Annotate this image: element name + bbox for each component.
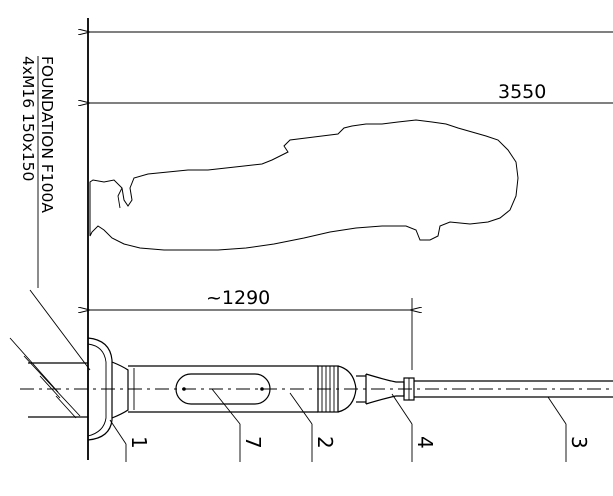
- leader-4: [391, 393, 413, 425]
- foundation-label: FOUNDATION F100A 4xM16 150x150: [19, 56, 56, 288]
- name-plate: [175, 373, 271, 405]
- base-flange: [87, 337, 113, 441]
- plate-rivet-right: [260, 387, 264, 391]
- part-number-1: 1: [127, 436, 151, 449]
- part-number-2: 2: [313, 436, 337, 449]
- base-flange-inner: [87, 343, 107, 437]
- hatch-line-3: [39, 375, 61, 399]
- plate-rivet-left: [182, 387, 186, 391]
- part-number-7: 7: [241, 436, 265, 449]
- foundation-leader: [29, 289, 91, 371]
- dimension-arm-value: ~1290: [206, 287, 270, 309]
- hatch-line-4: [55, 395, 77, 419]
- leader-7: [211, 388, 241, 425]
- human-silhouette: [89, 119, 519, 251]
- leader-1: [109, 419, 127, 445]
- hatch-line-2: [23, 355, 81, 417]
- collar: [317, 365, 339, 413]
- hatch-line-1: [9, 337, 59, 393]
- silhouette-arm: [117, 187, 123, 209]
- foundation-line2: 4xM16 150x150: [19, 56, 37, 181]
- leader-2: [289, 392, 313, 425]
- flange-neck: [111, 361, 129, 419]
- dimension-overall-value: 3550: [498, 81, 546, 103]
- part-number-3: 3: [567, 436, 591, 449]
- collar-bulge: [337, 365, 357, 413]
- part-number-4: 4: [413, 436, 437, 449]
- leader-3: [547, 396, 567, 425]
- foundation-line1: FOUNDATION F100A: [38, 56, 56, 213]
